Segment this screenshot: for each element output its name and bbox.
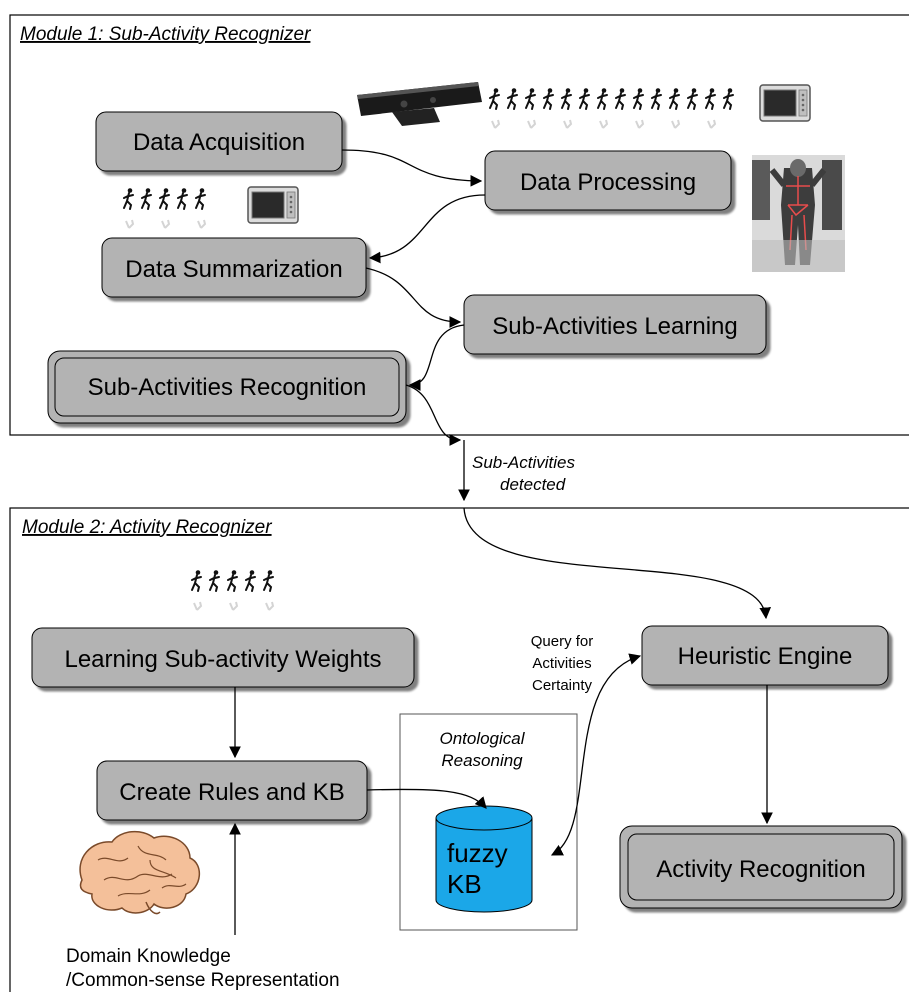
learning-weights-node [31,627,415,688]
fuzzy-kb-label: fuzzy [447,838,508,868]
module2-frame [9,507,909,992]
create-rules-label: Create Rules and KB [119,779,344,806]
sub-activities-detected-label-2: detected [500,475,566,494]
microwave-icon [247,186,299,224]
sub-activities-learning-node [463,294,767,355]
learning-weights-label: Learning Sub-activity Weights [64,646,381,673]
running-figures-icon [123,187,206,229]
module1-frame [9,14,909,436]
fuzzy-kb-label-2: KB [447,869,482,899]
arrow-recognition-to-module2 [405,384,462,446]
module2-title: Module 2: Activity Recognizer [22,517,272,538]
arrow-kb-heuristic-query [550,653,642,856]
sub-activities-recognition-label: Sub-Activities Recognition [88,374,367,401]
arrow-to-heuristic-engine [463,507,771,620]
query-label-2: Activities [532,655,591,672]
ontological-label: Ontological [439,729,525,748]
arrow-processing-to-summarization [368,194,486,264]
ontological-label-2: Reasoning [441,751,523,770]
data-summarization-label: Data Summarization [125,256,342,283]
microwave-icon [759,84,811,122]
data-summarization-node [101,237,367,298]
running-figures-icon [489,87,734,129]
data-acquisition-node [95,111,343,172]
query-label-3: Certainty [532,677,593,694]
arrow-learning-to-recognition [408,324,465,391]
sub-activities-learning-label: Sub-Activities Learning [492,313,737,340]
database-icon [435,805,533,913]
data-acquisition-label: Data Acquisition [133,129,305,156]
brain-icon [79,830,200,915]
module1-title: Module 1: Sub-Activity Recognizer [20,24,311,45]
activity-recognition-label: Activity Recognition [656,856,865,883]
arrow-rules-to-fuzzy-kb [366,788,487,809]
domain-knowledge-label: Domain Knowledge [66,946,231,967]
heuristic-engine-label: Heuristic Engine [678,643,853,670]
activity-recognition-node [619,825,903,909]
data-processing-node [484,150,732,211]
create-rules-node [96,760,368,821]
depth-skeleton-icon [752,155,845,272]
query-label: Query for [531,633,594,650]
sub-activities-recognition-node [47,350,407,424]
sub-activities-detected-label: Sub-Activities [472,453,575,472]
domain-knowledge-label-2: /Common-sense Representation [66,970,340,991]
data-processing-label: Data Processing [520,169,696,196]
heuristic-engine-node [641,625,889,686]
running-figures-icon [191,569,274,611]
arrow-acquisition-to-processing [341,149,483,187]
arrow-summarization-to-learning [365,267,462,328]
kinect-sensor-icon [357,82,482,126]
